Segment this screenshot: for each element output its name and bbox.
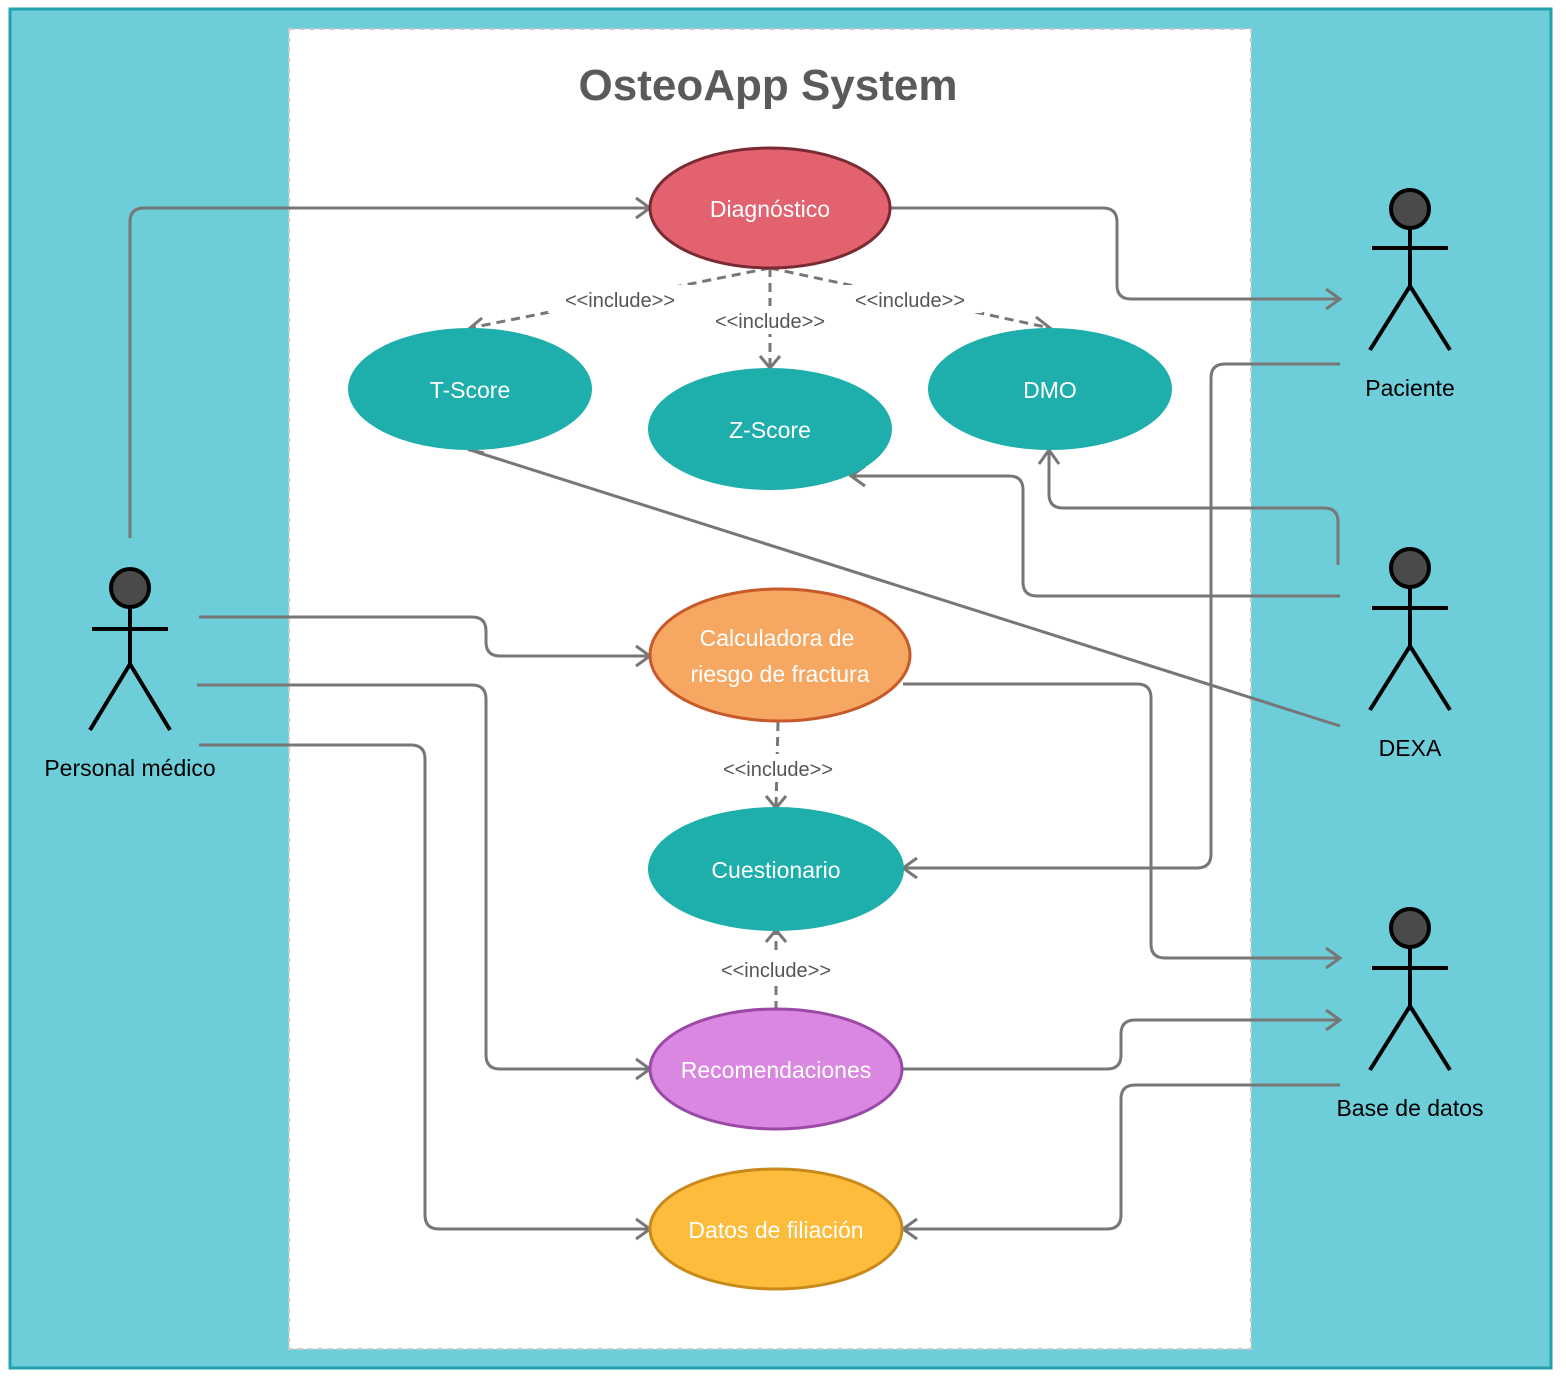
usecase-calculadora[interactable]: Calculadora de riesgo de fractura [648, 587, 912, 723]
usecase-calculadora-label-2: riesgo de fractura [691, 661, 870, 687]
usecase-datos-filiacion[interactable]: Datos de filiación [648, 1167, 904, 1291]
assoc-dexa-dmo [1047, 450, 1340, 565]
actor-paciente[interactable]: Paciente [1365, 188, 1455, 401]
label-bg [548, 285, 692, 313]
usecase-zscore[interactable]: Z-Score [648, 368, 892, 490]
actor-base-de-datos[interactable]: Base de datos [1336, 907, 1484, 1121]
include-label-dmo: <<include>> [855, 290, 965, 312]
assoc-diagnostico-paciente [891, 206, 1340, 301]
actor-dexa-label: DEXA [1379, 735, 1442, 761]
include-label-tscore: <<include>> [565, 290, 675, 312]
actor-personal-medico-label: Personal médico [44, 755, 215, 781]
actor-dexa[interactable]: DEXA [1368, 547, 1452, 761]
assoc-recomendaciones-base [903, 1018, 1340, 1071]
arrowhead [1325, 1008, 1343, 1032]
usecase-dmo[interactable]: DMO [928, 328, 1172, 450]
usecase-diagnostico-label: Diagnóstico [710, 196, 830, 222]
usecase-recomendaciones[interactable]: Recomendaciones [648, 1007, 904, 1131]
include-label-recomendaciones: <<include>> [721, 960, 831, 982]
assoc-personal-diagnostico [128, 206, 650, 538]
usecase-dmo-label: DMO [1023, 377, 1077, 403]
usecase-tscore[interactable]: T-Score [348, 328, 592, 450]
assoc-calculadora-base [903, 682, 1340, 960]
usecase-diagnostico[interactable]: Diagnóstico [648, 146, 892, 270]
system-title: OsteoApp System [579, 61, 958, 110]
usecase-cuestionario[interactable]: Cuestionario [648, 807, 904, 931]
arrowhead [1325, 946, 1343, 970]
assoc-personal-calculadora [199, 615, 650, 658]
arrowhead [1325, 287, 1343, 311]
label-bg [704, 955, 848, 983]
include-label-cuestionario: <<include>> [723, 759, 833, 781]
assoc-dexa-zscore [851, 474, 1340, 598]
label-bg [706, 754, 850, 782]
label-bg [698, 306, 842, 334]
assoc-personal-recomendaciones [197, 683, 650, 1071]
assoc-personal-datos [199, 743, 650, 1231]
arrowhead [1037, 447, 1061, 465]
assoc-paciente-cuestionario [903, 362, 1340, 870]
actor-base-de-datos-label: Base de datos [1336, 1095, 1483, 1121]
label-bg [838, 285, 982, 313]
actor-paciente-label: Paciente [1365, 375, 1455, 401]
actor-personal-medico[interactable]: Personal médico [44, 567, 216, 781]
usecase-zscore-label: Z-Score [729, 417, 811, 443]
include-label-zscore: <<include>> [715, 311, 825, 333]
usecase-cuestionario-label: Cuestionario [711, 857, 840, 883]
usecase-datos-filiacion-label: Datos de filiación [688, 1217, 863, 1243]
usecase-tscore-label: T-Score [430, 377, 511, 403]
assoc-dexa-tscore [469, 448, 1341, 728]
assoc-base-datos [903, 1083, 1340, 1231]
usecase-recomendaciones-label: Recomendaciones [681, 1057, 872, 1083]
usecase-calculadora-label-1: Calculadora de [700, 625, 855, 651]
